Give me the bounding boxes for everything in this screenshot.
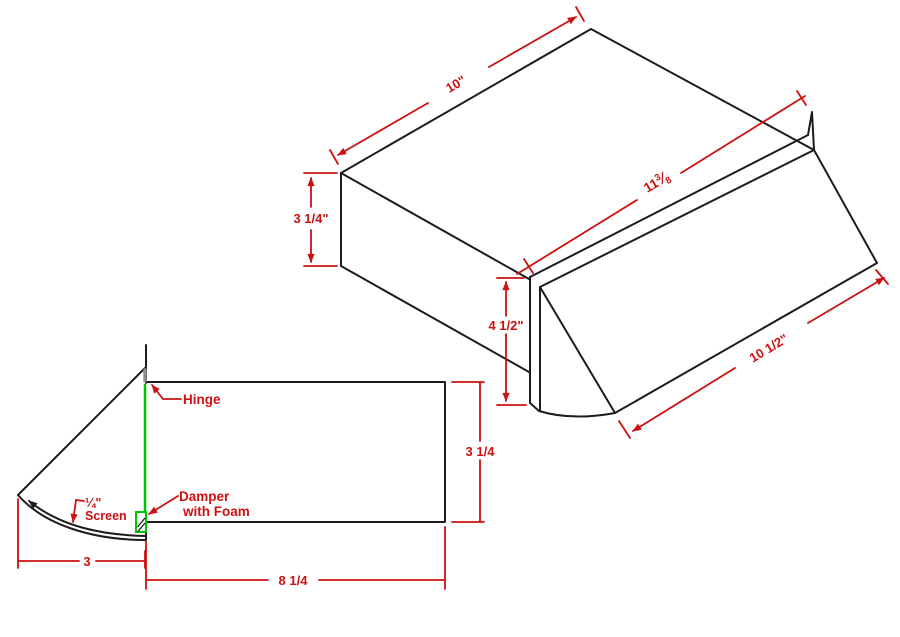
- dim-duct-length-label: 8 1/4: [279, 573, 309, 588]
- dim-flange-width: 113⁄8: [516, 90, 807, 275]
- dim-flap-slope-tick-bottom: [618, 420, 631, 439]
- dim-duct-height-label: 3 1/4: [466, 444, 496, 459]
- dim-top-width-line-a: [337, 102, 429, 156]
- damper-foam-box-outline: [135, 511, 147, 533]
- dim-left-height-label: 3 1/4": [293, 211, 328, 226]
- damper-foam-hatch: [137, 517, 146, 533]
- dim-flange-width-numerator: 3: [653, 172, 663, 184]
- flange-right-end-cap: [807, 111, 815, 151]
- duct-rectangle: [145, 381, 446, 523]
- dim-flap-slope-tick-top: [875, 269, 889, 285]
- damper-label-line2: with Foam: [182, 504, 250, 519]
- dim-top-width-label: 10": [443, 72, 468, 95]
- side-view: [17, 344, 446, 541]
- dim-flange-width-label: 113⁄8: [641, 168, 674, 198]
- screen-arc: [28, 500, 147, 537]
- dim-top-width-tick-left: [329, 149, 339, 165]
- dim-flange-width-line-a: [516, 199, 638, 275]
- damper-callout: Damper with Foam: [148, 489, 250, 519]
- hood-slant-line: [17, 367, 146, 496]
- dim-flap-slope-line-b: [807, 277, 885, 324]
- duct-box-top-edges: [340, 28, 815, 174]
- damper-label-line1: Damper: [179, 489, 230, 504]
- side-annotations: Hinge Damper with Foam ¼" Screen: [70, 384, 250, 523]
- hinge-label: Hinge: [183, 392, 221, 407]
- dim-top-width-tick-right: [575, 6, 585, 22]
- dim-top-width: 10": [329, 6, 585, 165]
- dim-top-width-line-b: [488, 16, 577, 68]
- screen-label-line2: Screen: [85, 509, 127, 523]
- dim-right-height: 4 1/2": [488, 277, 527, 406]
- damper-leader: [148, 495, 179, 515]
- hood-side-arc: [538, 410, 616, 418]
- dim-hood-projection: 3: [17, 498, 146, 569]
- dim-flap-slope-line-a: [632, 367, 736, 432]
- hood-bottom-arc: [17, 494, 147, 541]
- dim-hood-projection-label: 3: [83, 554, 90, 569]
- side-dimensions: 3 1/4 8 1/4 3: [17, 381, 496, 590]
- dim-flap-slope-label: 10 1/2": [747, 331, 791, 366]
- dim-flap-slope: 10 1/2": [618, 269, 889, 439]
- dim-duct-height: 3 1/4: [451, 381, 496, 523]
- dim-duct-length: 8 1/4: [145, 526, 446, 590]
- damper-foam-box: [135, 511, 147, 533]
- screen-leader: [70, 498, 85, 523]
- dim-right-height-label: 4 1/2": [488, 318, 523, 333]
- flange-left-edges: [529, 276, 541, 412]
- iso-view: [340, 28, 878, 418]
- hinge-leader: [151, 384, 182, 400]
- flange-top-edges: [529, 134, 815, 288]
- hood-flap-outline: [539, 149, 878, 414]
- dim-left-height: 3 1/4": [293, 172, 338, 267]
- hinge-callout: Hinge: [151, 384, 221, 407]
- screen-label-line1: ¼": [85, 496, 101, 510]
- dim-flange-width-denominator: 8: [664, 175, 674, 187]
- dim-flange-width-line-b: [680, 95, 806, 174]
- screen-callout: ¼" Screen: [70, 496, 127, 523]
- duct-box-front-face: [340, 172, 530, 373]
